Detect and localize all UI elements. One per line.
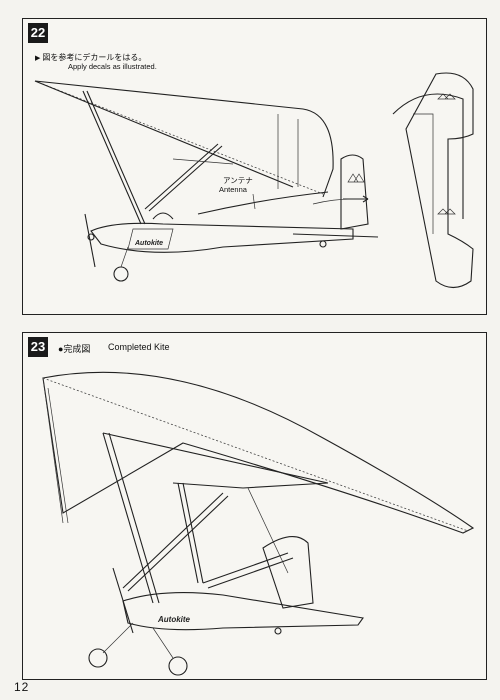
strut-a — [102, 432, 160, 604]
antenna-wire — [197, 191, 329, 215]
pilot — [152, 212, 174, 220]
strut-d — [202, 552, 294, 589]
step-23-completed-kite-illustration: Autokite — [42, 371, 475, 676]
step-23-panel: 23 ●完成図 Completed Kite Autokite — [22, 332, 487, 680]
sail-outline — [34, 80, 334, 198]
propeller — [84, 213, 96, 268]
tail-wheel — [319, 240, 327, 248]
front-strut — [82, 90, 146, 225]
pointer-triangle-icon: ▶ — [35, 55, 41, 62]
step-23-badge: 23 — [28, 337, 48, 357]
tail-fin — [340, 154, 369, 230]
main-wheel — [113, 266, 129, 282]
fuselage — [122, 592, 364, 631]
antenna-label-ja: アンテナ — [223, 176, 253, 185]
sail-surface — [42, 371, 475, 534]
right-wheel — [168, 656, 188, 676]
tail-plane-decals — [437, 93, 456, 215]
tail-decal-marks — [347, 173, 365, 183]
step-22-panel: 22 ▶図を参考にデカールをはる。 Apply decals as illust… — [22, 18, 487, 315]
diagonal-strut — [144, 143, 223, 212]
sail-seam — [42, 377, 469, 532]
fuselage-logo-graphic: Autokite — [134, 240, 163, 247]
fuselage-logo-graphic: Autokite — [157, 615, 191, 624]
fuselage — [90, 222, 354, 253]
page-number: 12 — [14, 680, 30, 694]
step-23-title-en: Completed Kite — [108, 342, 170, 352]
sail-seam — [34, 80, 324, 195]
antenna-label-en: Antenna — [219, 185, 247, 194]
tail-plane-topview — [405, 72, 474, 289]
tail-fin — [262, 536, 314, 609]
strut-c — [122, 492, 229, 592]
cross-spar — [172, 482, 329, 489]
step-22-kite-illustration: Autokite — [34, 72, 474, 289]
step-22-instruction-en: Apply decals as illustrated. — [68, 62, 157, 71]
step-22-instruction-ja: ▶図を参考にデカールをはる。 — [35, 53, 147, 62]
tail-wheel — [274, 627, 282, 635]
left-wheel — [88, 648, 108, 668]
step-22-badge: 22 — [28, 23, 48, 43]
propeller — [112, 567, 134, 634]
strut-b — [177, 482, 204, 584]
step-23-title-ja: ●完成図 — [58, 344, 91, 354]
